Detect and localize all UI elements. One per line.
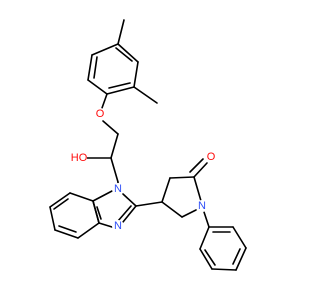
lactam-nitrogen-label: N (198, 200, 206, 212)
bond (122, 193, 137, 207)
bond (199, 248, 213, 270)
bond (53, 198, 69, 210)
bond (92, 190, 113, 202)
bond (161, 201, 183, 218)
bond (106, 86, 135, 95)
bond (58, 225, 77, 233)
bond (204, 249, 216, 266)
bond (193, 162, 208, 178)
ether-oxygen-label: O (96, 108, 105, 120)
benzimidazole-n3-label: N (114, 220, 122, 232)
bond (232, 226, 247, 249)
bond (189, 158, 204, 173)
bond (93, 56, 98, 79)
bond (133, 61, 139, 88)
bond (133, 86, 158, 104)
bond (199, 226, 210, 250)
hydroxyl-atom: HO (70, 151, 88, 165)
bonds (49, 19, 247, 271)
bond (117, 205, 132, 222)
bond (211, 268, 237, 271)
structure-diagram: O HO N N O N (49, 19, 247, 271)
bond (203, 211, 210, 228)
bond (122, 205, 137, 223)
bond (69, 192, 94, 202)
carbonyl-oxygen-atom: O (205, 151, 217, 163)
bond (115, 47, 133, 62)
carbonyl-oxygen-label: O (207, 151, 216, 163)
bond (117, 43, 139, 63)
bond (96, 206, 102, 220)
lactam-nitrogen-atom: N (196, 200, 208, 212)
bond (87, 54, 93, 81)
bond (54, 229, 79, 239)
bond (87, 79, 108, 95)
benzimidazole-n1-atom: N (112, 183, 124, 195)
bond (117, 19, 125, 45)
bond (193, 176, 202, 202)
bond (102, 120, 119, 135)
bond (235, 247, 247, 271)
bond (91, 43, 119, 56)
benzimidazole-n1-label: N (114, 183, 122, 195)
atom-labels: O HO N N O N (70, 108, 217, 232)
hydroxyl-label: HO (71, 152, 88, 164)
bond (49, 206, 56, 231)
bond (101, 93, 108, 109)
bond (108, 82, 131, 89)
bond (77, 222, 100, 239)
bond (110, 157, 119, 183)
bond (49, 192, 71, 208)
bond (232, 248, 241, 265)
bond (135, 201, 163, 207)
bond (169, 176, 195, 179)
bond (92, 200, 100, 224)
bond (110, 133, 119, 159)
bond (161, 177, 171, 203)
ether-oxygen-atom: O (94, 108, 106, 120)
bond (98, 222, 113, 228)
benzimidazole-n3-atom: N (112, 220, 124, 232)
bond (181, 209, 197, 218)
